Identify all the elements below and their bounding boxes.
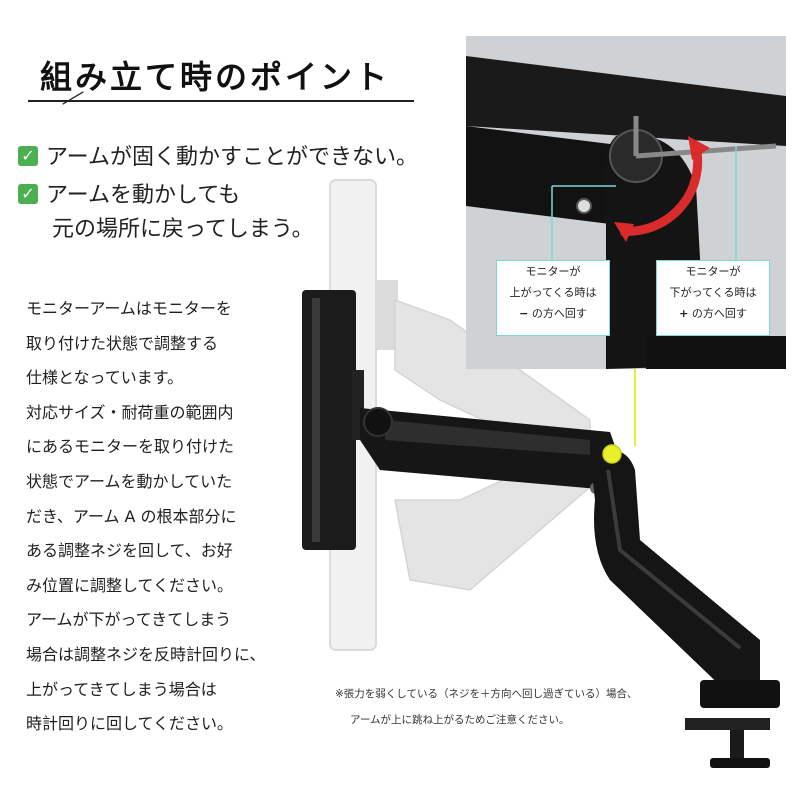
inset-closeup: モニターが 上がってくる時は − の方へ回す モニターが 下がってくる時は + … — [466, 36, 786, 369]
check-mark-icon: ✓ — [18, 184, 38, 204]
adjustment-point-marker — [602, 444, 622, 464]
title-underline — [28, 100, 414, 102]
caution-note-line2: アームが上に跳ね上がるためご注意ください。 — [350, 714, 570, 726]
instruction-line: 対応サイズ・耐荷重の範囲内 — [26, 402, 234, 422]
callout-left-line3: − の方へ回す — [497, 303, 609, 324]
instruction-line: 取り付けた状態で調整する — [26, 333, 219, 353]
callout-right: モニターが 下がってくる時は + の方へ回す — [656, 260, 770, 336]
caution-note-line1: ※張力を弱くしている（ネジを＋方向へ回し過ぎている）場合、 — [335, 688, 638, 700]
title-underline-slash — [60, 96, 90, 100]
check-item-text: アームが固く動かすことができない。 — [46, 145, 419, 170]
check-item-1: ✓ アームが固く動かすことができない。 — [18, 142, 418, 174]
instruction-line: 場合は調整ネジを反時計回りに、 — [26, 644, 266, 664]
callout-left-line2: 上がってくる時は — [509, 286, 597, 299]
instruction-line: モニターアームはモニターを — [26, 299, 232, 318]
callout-right-line2: 下がってくる時は — [669, 286, 757, 299]
desk-clamp — [700, 680, 780, 708]
instruction-line: み位置に調整してください。 — [26, 575, 234, 595]
instruction-line: ある調整ネジを回して、お好 — [26, 541, 233, 561]
callout-left: モニターが 上がってくる時は − の方へ回す — [496, 260, 610, 336]
callout-right-line1: モニターが — [685, 265, 741, 278]
callout-right-line3: + の方へ回す — [657, 303, 769, 324]
lower-arm — [590, 450, 760, 695]
instruction-line: 状態でアームを動かしていた — [26, 471, 233, 491]
instruction-line: 時計回りに回してください。 — [26, 714, 234, 734]
instruction-line: 上がってきてしまう場合は — [26, 679, 217, 699]
monitor-arm-illustration — [302, 179, 780, 768]
callout-right-line3-text: の方へ回す — [688, 307, 747, 320]
check-item-2: ✓ アームを動かしても — [18, 180, 240, 212]
monitor-panel — [302, 290, 356, 550]
minus-sign-icon: − — [519, 307, 529, 320]
check-item-2-continued: 元の場所に戻ってしまう。 — [52, 217, 314, 242]
callout-left-line1: モニターが — [525, 265, 581, 278]
rotation-arrow — [620, 145, 703, 236]
instruction-line: 仕様となっています。 — [26, 368, 184, 388]
page-title: 組み立て時のポイント — [40, 58, 391, 96]
callout-left-line3-text: の方へ回す — [528, 307, 587, 320]
instruction-line: アームが下がってきてしまう — [26, 610, 232, 630]
check-mark-icon: ✓ — [18, 146, 38, 166]
instruction-line: だき、アーム A の根本部分に — [26, 506, 237, 526]
instruction-line: にあるモニターを取り付けた — [26, 437, 235, 457]
plus-sign-icon: + — [679, 307, 689, 320]
check-item-text: アームを動かしても — [46, 183, 241, 208]
instructions-text: モニターアームはモニターを 取り付けた状態で調整する 仕様となっています。 対応… — [26, 292, 296, 742]
